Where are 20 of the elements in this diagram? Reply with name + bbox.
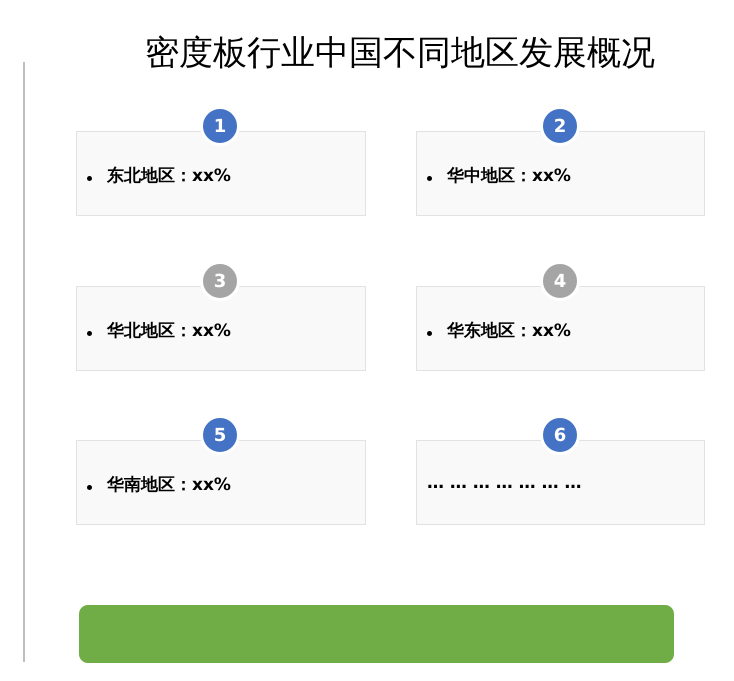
bullet-item: 华北地区：xx% — [107, 320, 231, 342]
number-badge: 4 — [540, 261, 580, 301]
number-badge: 6 — [540, 415, 580, 455]
region-card — [416, 131, 705, 216]
bullet-item: 华南地区：xx% — [107, 474, 231, 496]
banner-bar — [79, 605, 674, 663]
bullet-item: 华东地区：xx% — [447, 320, 571, 342]
placeholder-text: … … … … … … … — [427, 473, 582, 493]
region-card — [76, 131, 366, 216]
title: 密度板行业中国不同地区发展概况 — [144, 32, 656, 75]
number-badge: 3 — [200, 261, 240, 301]
number-badge: 5 — [200, 415, 240, 455]
number-badge: 2 — [540, 106, 580, 146]
region-card — [76, 440, 366, 525]
bullet-item: 东北地区：xx% — [107, 165, 231, 187]
number-badge: 1 — [200, 106, 240, 146]
region-card — [416, 440, 705, 525]
region-card — [416, 286, 705, 371]
region-card — [76, 286, 366, 371]
bullet-item: 华中地区：xx% — [447, 165, 571, 187]
